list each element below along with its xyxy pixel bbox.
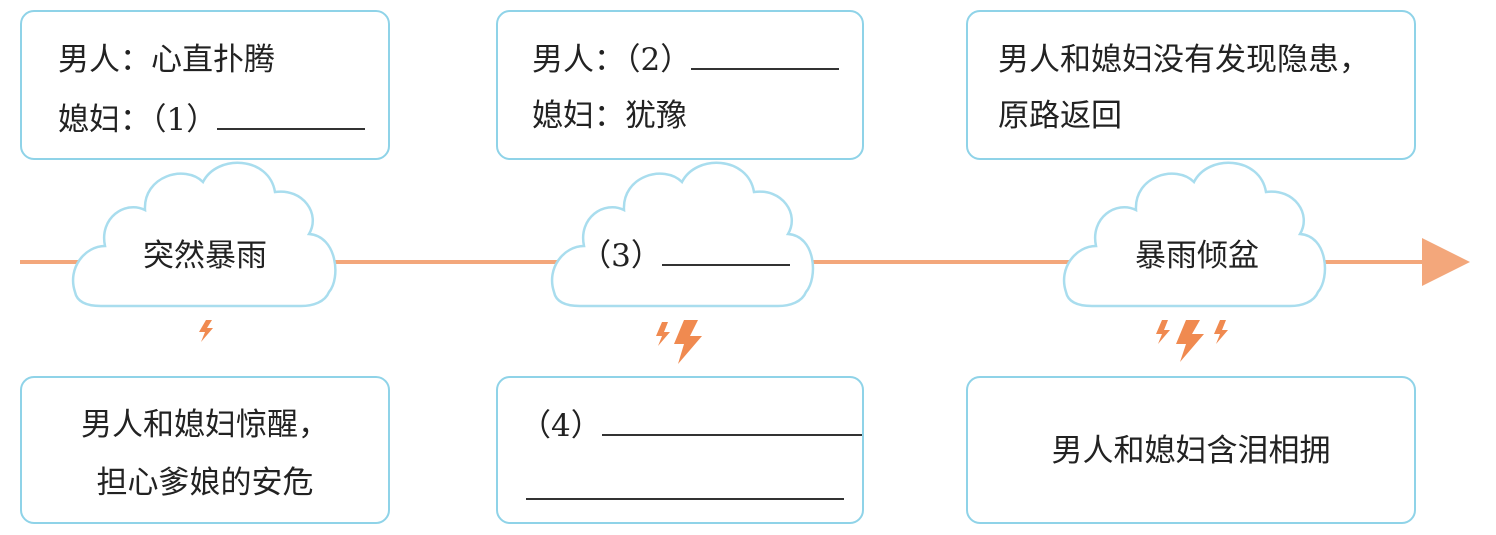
blank-4a[interactable] bbox=[601, 406, 862, 436]
cloud-2-label: （3） bbox=[580, 236, 790, 276]
top-box-2: 男人：（2） 媳妇：犹豫 bbox=[496, 10, 864, 160]
top-box-1-line-2: 媳妇：（1） bbox=[58, 100, 366, 140]
lightning-3-icon bbox=[1156, 320, 1228, 362]
top-box-2-line-1: 男人：（2） bbox=[532, 40, 840, 80]
blank-4b[interactable] bbox=[526, 470, 844, 500]
cloud-3 bbox=[1063, 161, 1327, 308]
top-box-2-prefix: 男人：（2） bbox=[532, 42, 692, 78]
lightning-2-icon bbox=[656, 320, 702, 364]
top-box-3-line-2: 原路返回 bbox=[998, 98, 1122, 134]
bottom-box-2: （4） bbox=[496, 376, 864, 524]
cloud-2-prefix: （3） bbox=[580, 238, 662, 274]
cloud-1 bbox=[72, 161, 337, 308]
top-box-1-line-1: 男人：心直扑腾 bbox=[58, 42, 275, 78]
bottom-box-1: 男人和媳妇惊醒， 担心爹娘的安危 bbox=[20, 376, 390, 524]
top-box-1: 男人：心直扑腾 媳妇：（1） bbox=[20, 10, 390, 160]
cloud-2 bbox=[551, 161, 815, 308]
bottom-box-3-line-1: 男人和媳妇含泪相拥 bbox=[1051, 433, 1331, 469]
top-box-2-line-2: 媳妇：犹豫 bbox=[532, 98, 687, 134]
bottom-box-3: 男人和媳妇含泪相拥 bbox=[966, 376, 1416, 524]
bottom-box-2-prefix: （4） bbox=[520, 408, 602, 444]
cloud-3-label: 暴雨倾盆 bbox=[1135, 238, 1259, 274]
bottom-box-1-line-1: 男人和媳妇惊醒， bbox=[81, 407, 329, 443]
blank-1[interactable] bbox=[217, 100, 366, 130]
top-box-3: 男人和媳妇没有发现隐患， 原路返回 bbox=[966, 10, 1416, 160]
bottom-box-2-line-1: （4） bbox=[520, 406, 862, 446]
cloud-1-label: 突然暴雨 bbox=[143, 238, 267, 274]
blank-2[interactable] bbox=[691, 40, 840, 70]
blank-3[interactable] bbox=[661, 236, 790, 266]
bottom-box-1-line-2: 担心爹娘的安危 bbox=[96, 465, 314, 501]
top-box-1-prefix: 媳妇：（1） bbox=[58, 102, 218, 138]
top-box-3-line-1: 男人和媳妇没有发现隐患， bbox=[998, 42, 1370, 78]
lightning-1-icon bbox=[199, 320, 213, 342]
